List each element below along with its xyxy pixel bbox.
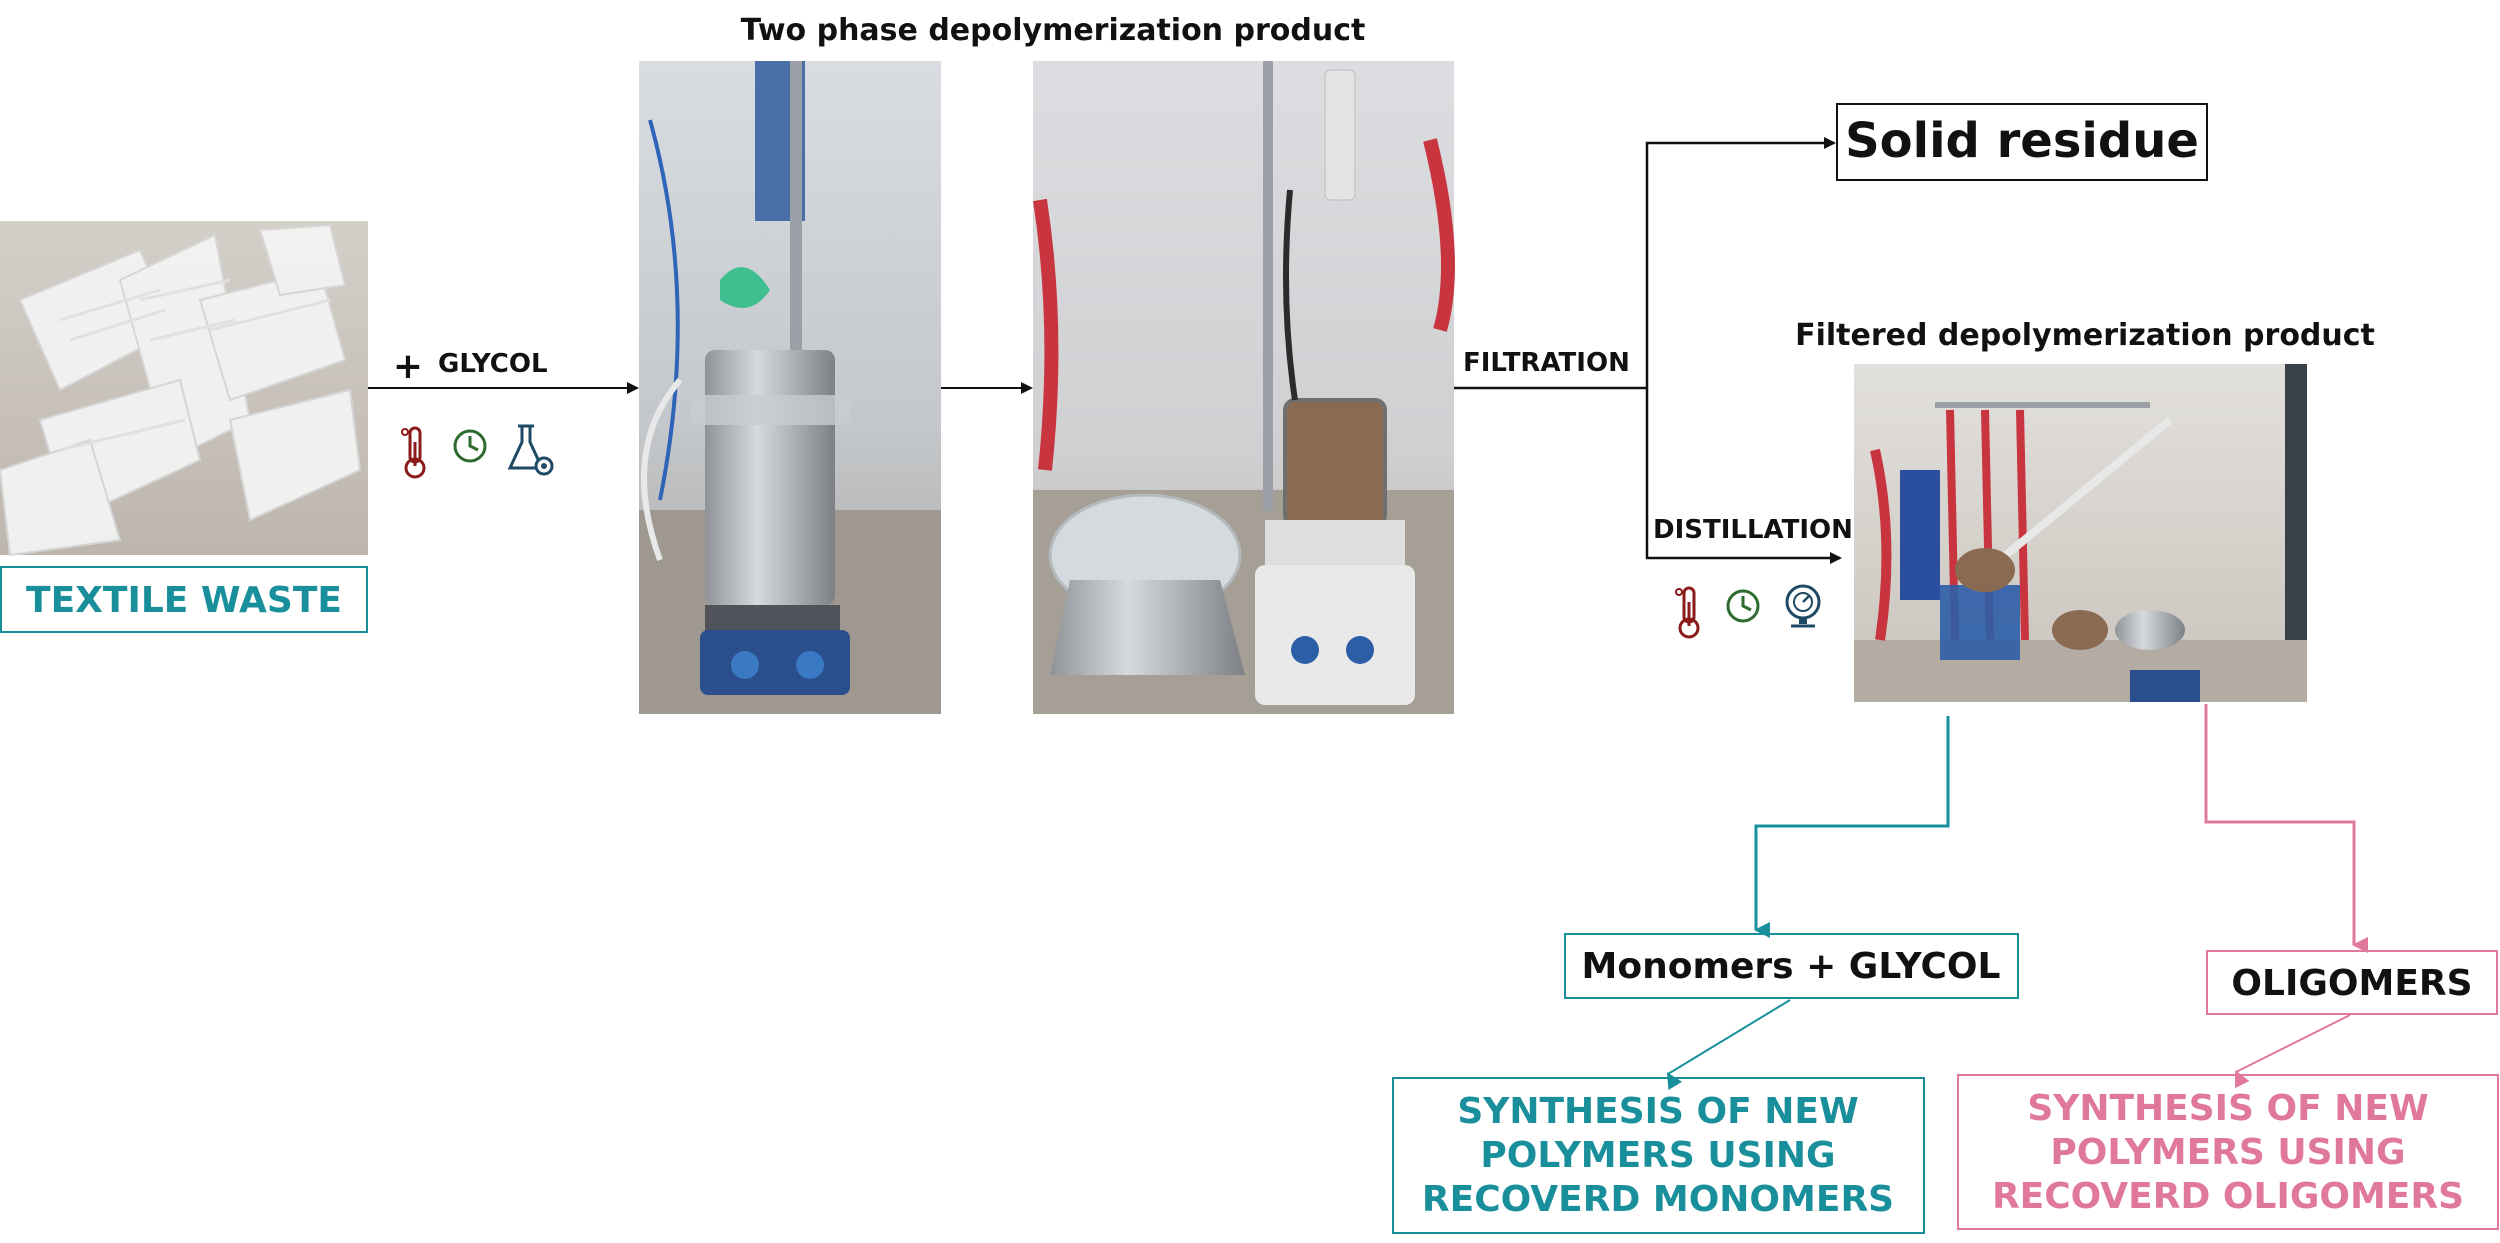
heading-filtered: Filtered depolymerization product <box>1795 318 2375 353</box>
clock-icon <box>1726 589 1760 623</box>
distillation-label: DISTILLATION <box>1653 515 1853 545</box>
flask-gear-icon <box>507 424 554 476</box>
arrow-to-solid-residue <box>1454 137 1836 390</box>
thermometer-icon <box>401 426 426 479</box>
heading-two-phase: Two phase depolymerization product <box>741 13 1366 48</box>
filtration-label: FILTRATION <box>1463 348 1630 378</box>
oligomers-box <box>2206 950 2498 1015</box>
monomers-label: Monomers + GLYCOL <box>1582 946 2001 987</box>
textile-waste-label: TEXTILE WASTE <box>26 580 342 621</box>
arrow-oligomers-to-synthesis <box>2235 1014 2351 1089</box>
arrow-monomers-to-synthesis <box>1666 999 1791 1091</box>
plus-sign: + <box>393 346 423 387</box>
reactor-photo <box>639 61 941 714</box>
glycol-label: GLYCOL <box>438 349 548 379</box>
arrow-to-oligomers <box>2204 704 2368 953</box>
textile-waste-box <box>0 566 368 633</box>
connectors <box>368 137 2368 1091</box>
arrow-to-monomers <box>1754 716 1950 938</box>
synthesis-monomers-line-1: SYNTHESIS OF NEW <box>1457 1091 1858 1132</box>
synthesis-monomers-line-3: RECOVERD MONOMERS <box>1422 1179 1894 1220</box>
synthesis-oligomers-box <box>1957 1074 2499 1230</box>
thermometer-icon <box>1675 586 1700 639</box>
oligomers-label: OLIGOMERS <box>2231 963 2472 1004</box>
textile-waste-photo <box>0 221 368 557</box>
solid-residue-box <box>1836 103 2208 181</box>
arrow-to-distillation <box>1645 388 1842 564</box>
monomers-box <box>1564 933 2019 999</box>
synthesis-oligomers-line-3: RECOVERD OLIGOMERS <box>1992 1176 2464 1217</box>
synthesis-oligomers-line-1: SYNTHESIS OF NEW <box>2027 1088 2428 1129</box>
solid-residue-label: Solid residue <box>1845 113 2199 169</box>
clock-icon <box>453 429 487 463</box>
synthesis-monomers-line-2: POLYMERS USING <box>1480 1135 1835 1176</box>
filtration-photo <box>1033 61 1455 714</box>
synthesis-oligomers-line-2: POLYMERS USING <box>2050 1132 2405 1173</box>
pressure-gauge-icon <box>1785 584 1821 628</box>
distillation-photo <box>1854 364 2307 702</box>
synthesis-monomers-box <box>1392 1077 1925 1234</box>
